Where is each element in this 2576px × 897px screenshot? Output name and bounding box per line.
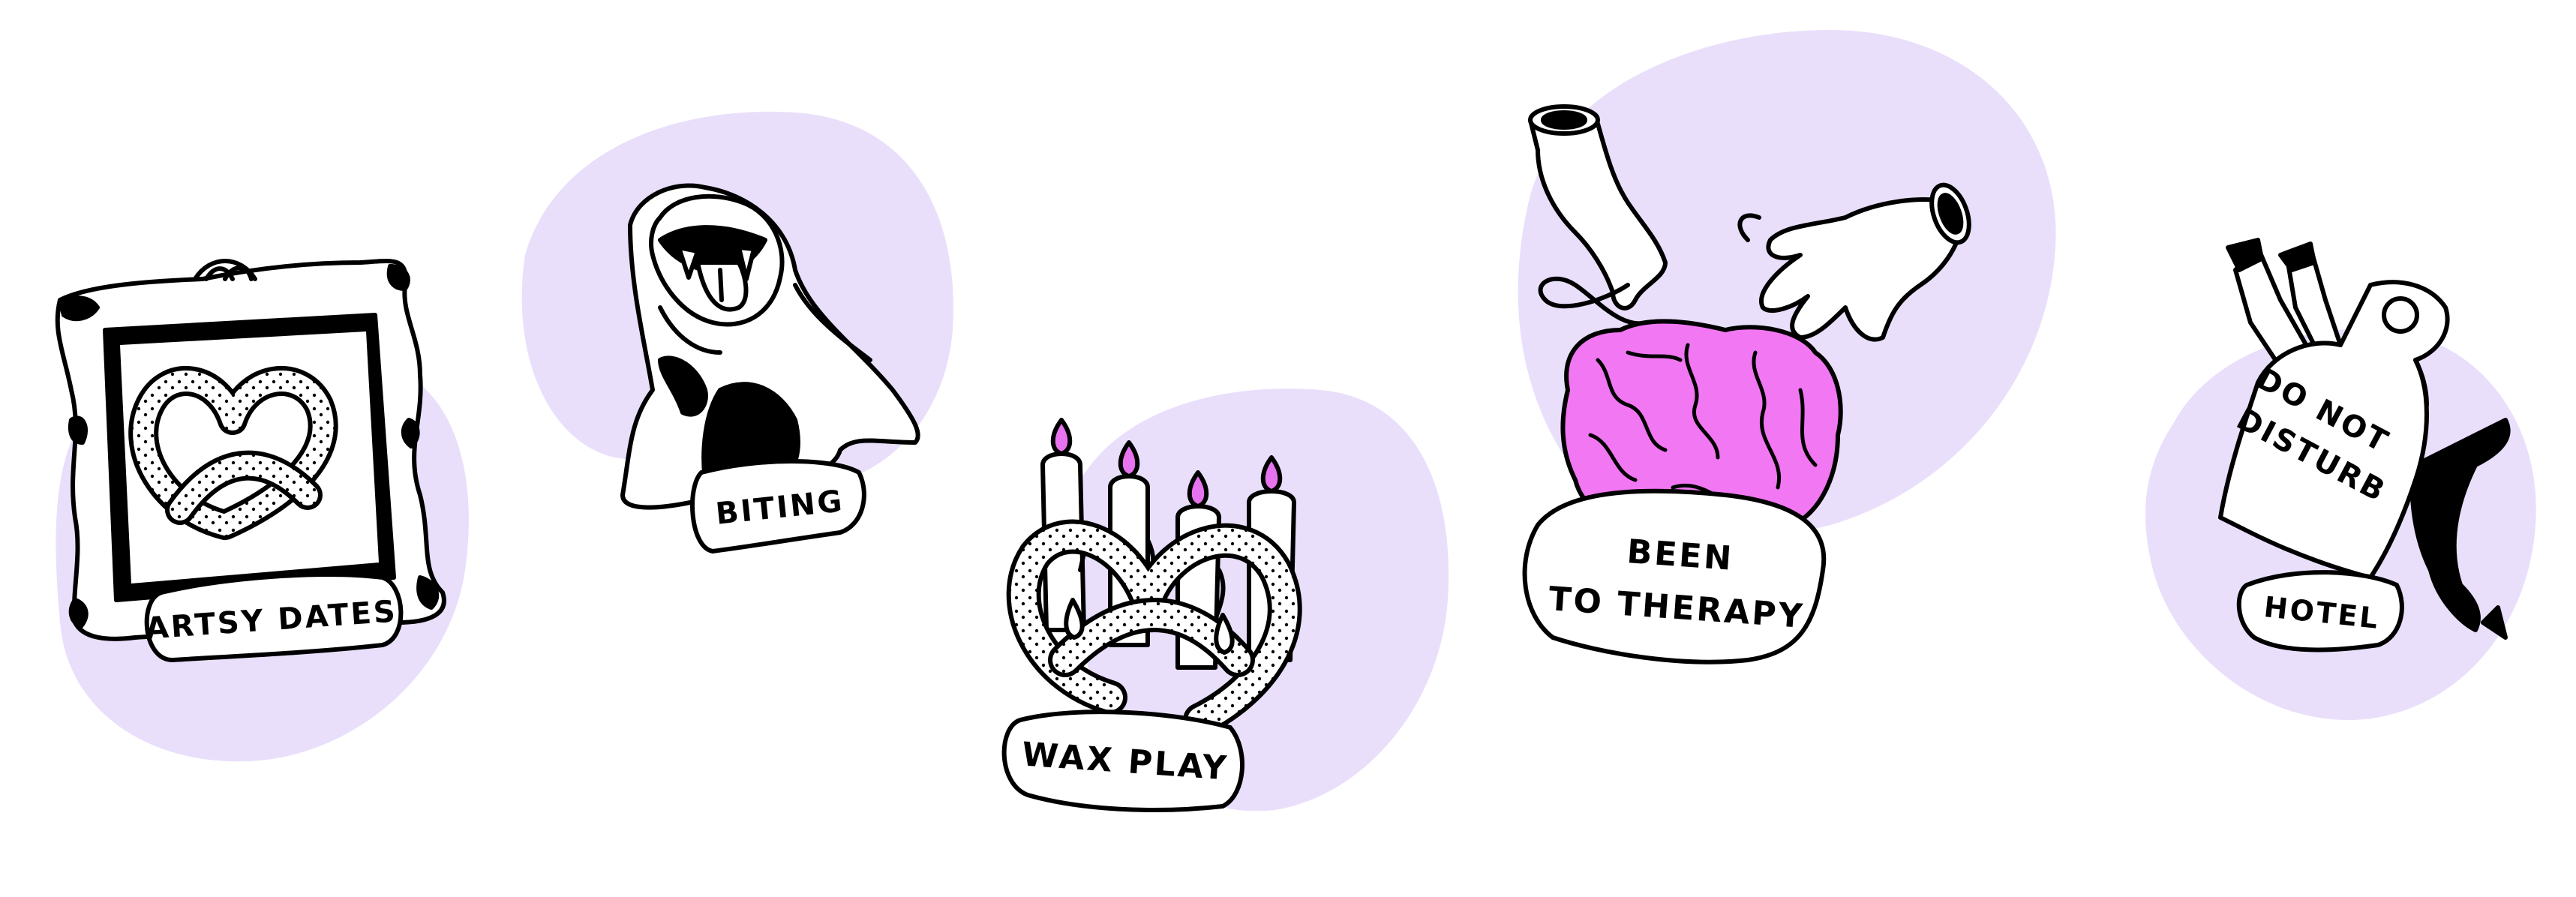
label-badge: BITING	[690, 459, 866, 554]
label-badge: BEEN TO THERAPY	[1522, 488, 1827, 664]
flame-icon	[1260, 455, 1283, 494]
sticker-hotel: DO NOT DISTURB HOTEL	[2145, 238, 2536, 720]
sticker-wax-play: WAX PLAY	[1001, 388, 1449, 812]
flame-icon	[1187, 470, 1209, 508]
candles-pretzel-icon	[1006, 418, 1302, 737]
label-badge: ARTSY DATES	[144, 572, 404, 663]
door-hanger-icon	[2218, 238, 2511, 640]
vampire-mouth-icon	[620, 183, 920, 510]
flame-icon	[1118, 440, 1140, 478]
sticker-biting: BITING	[521, 111, 953, 554]
label-badge: WAX PLAY	[1001, 710, 1244, 812]
sticker-label-line1: BEEN	[1626, 532, 1735, 578]
flame-icon	[1050, 418, 1073, 456]
framed-pretzel-icon	[55, 259, 446, 641]
sticker-artsy-dates: ARTSY DATES	[55, 259, 469, 762]
brain-hands-icon	[1528, 104, 1971, 536]
sticker-been-to-therapy: BEEN TO THERAPY	[1518, 30, 2056, 664]
label-badge: HOTEL	[2236, 570, 2404, 652]
